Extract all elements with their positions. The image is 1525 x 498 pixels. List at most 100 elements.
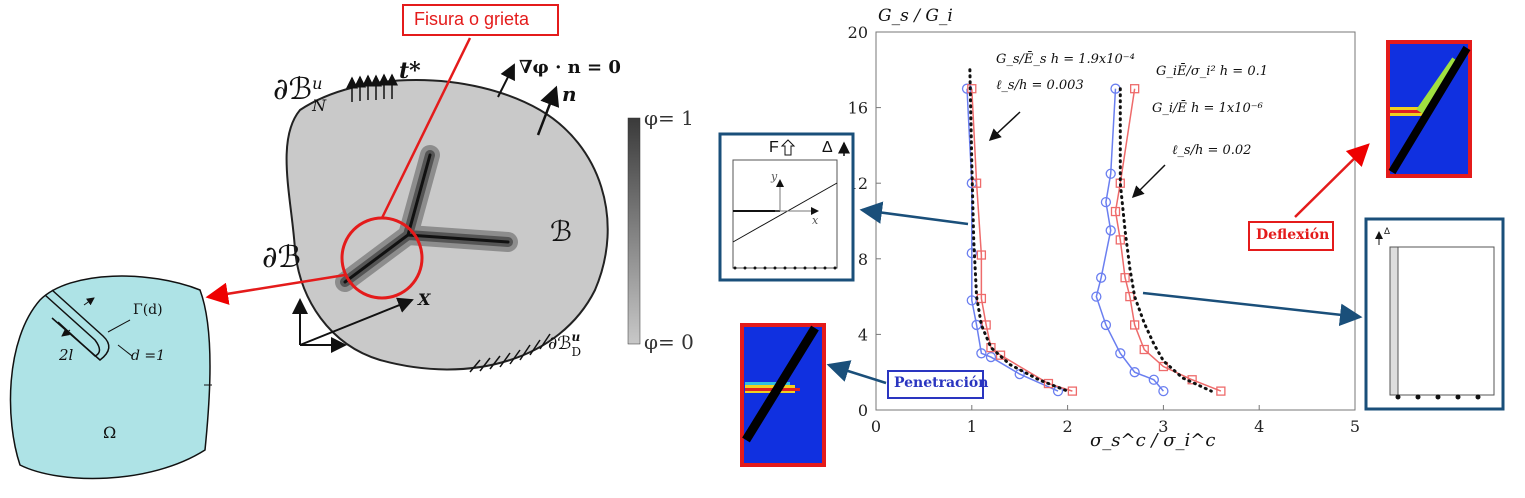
data-point [1100, 196, 1112, 208]
data-point [976, 250, 987, 260]
colorbar-top-label: φ= 1 [644, 106, 694, 130]
zoom-gamma-label: Γ(d) [133, 302, 163, 318]
data-point [981, 320, 991, 330]
crack-path [335, 145, 518, 292]
data-point [971, 319, 982, 331]
label-box-penetration [887, 370, 984, 399]
inset-x-label: x [812, 214, 819, 227]
data-point [1110, 206, 1121, 217]
inset-right-delta-label: Δ [1384, 226, 1391, 236]
data-point [1095, 272, 1107, 283]
series-line-1 [971, 88, 1073, 392]
data-point [1115, 348, 1126, 359]
x-tick-label: 2 [1063, 417, 1073, 436]
crack-callout-label: Fisura o grieta [414, 9, 530, 29]
boundary-label: ∂ℬ [262, 240, 302, 275]
data-point [1148, 374, 1159, 385]
inset-y-label: y [771, 170, 778, 183]
callout-arrow-penetration [826, 360, 887, 385]
data-point [1130, 320, 1140, 330]
callout-arrow-left-inset [859, 201, 969, 226]
colorbar [627, 117, 641, 345]
callout-line [380, 37, 472, 219]
chart-y-axis-title: G_s / G_i [878, 6, 953, 26]
series-line-0 [966, 88, 1059, 392]
series-line-2 [968, 68, 1070, 393]
data-point [1216, 386, 1226, 396]
inset-f-label: F [769, 139, 779, 156]
annotation-2-line2: G_i/Ē h = 1x10⁻⁶ [1152, 101, 1263, 116]
data-point [966, 247, 977, 259]
data-point [966, 295, 977, 306]
traction-label: t* [399, 58, 421, 84]
zoom-d-label: d =1 [131, 348, 166, 364]
body-region [285, 79, 609, 371]
zoom-arrow [205, 273, 346, 305]
neumann-boundary-label: ∂ℬ u N [273, 72, 327, 115]
zoom-width-label: 2l [59, 346, 74, 364]
zoom-domain-label: Ω [103, 423, 117, 442]
zoom-crack [44, 289, 110, 361]
callout-arrow-right-inset [1142, 291, 1363, 326]
annotation-arrow-1 [988, 111, 1021, 142]
data-point [1067, 386, 1078, 396]
chart-series [961, 68, 1226, 397]
deflection-label: Deflexión [1256, 227, 1330, 243]
data-point [1043, 378, 1054, 389]
x-tick-label: 4 [1254, 417, 1264, 436]
y-tick-label: 8 [858, 250, 868, 269]
y-tick-label: 20 [848, 23, 868, 42]
annotation-2-line1: G_iĒ/σ_i² h = 0.1 [1156, 64, 1268, 79]
data-point [1120, 273, 1130, 283]
data-point [995, 350, 1006, 360]
data-point [1158, 361, 1169, 372]
data-point [1130, 84, 1140, 94]
data-point [1129, 367, 1140, 378]
phase-bc-label: ∇φ · n = 0 [519, 57, 621, 78]
data-point [1158, 385, 1169, 397]
normal-label: n [562, 82, 577, 106]
body-label: ℬ [550, 215, 573, 248]
data-point [1100, 319, 1112, 331]
x-tick-label: 1 [967, 417, 977, 436]
annotation-arrow-2 [1131, 164, 1166, 199]
series-line-3 [1095, 88, 1164, 392]
data-point [1115, 235, 1125, 245]
data-point [1125, 291, 1135, 302]
data-point [976, 348, 987, 359]
label-box-deflection [1248, 221, 1334, 251]
annotation-2-line3: ℓ_s/h = 0.02 [1172, 143, 1252, 158]
y-tick-label: 0 [858, 401, 868, 420]
y-tick-label: 16 [848, 99, 868, 118]
dirichlet-hatch [469, 333, 551, 373]
series-line-5 [1118, 87, 1213, 393]
chart-x-axis-title: σ_s^c / σ_i^c [1090, 430, 1216, 451]
data-point [1105, 225, 1116, 236]
inset-delta-label: Δ [822, 139, 833, 156]
traction-arrows [346, 73, 398, 102]
data-point [1139, 344, 1149, 355]
zoom-domain [9, 275, 211, 480]
normal-arrow-1 [497, 63, 515, 98]
penetration-sim-image [740, 323, 826, 467]
x-tick-label: 0 [871, 417, 881, 436]
data-point [967, 84, 977, 94]
data-point [1091, 291, 1102, 302]
y-tick-label: 4 [858, 325, 868, 344]
support-dots [733, 266, 837, 270]
penetration-label: Penetración [894, 375, 989, 391]
data-point [986, 342, 996, 353]
x-tick-label: 5 [1350, 417, 1360, 436]
x-tick-label: 3 [1158, 417, 1168, 436]
coordinate-axes [292, 297, 414, 353]
position-label: X [418, 290, 431, 309]
dirichlet-boundary-label: ∂ℬ u D [548, 330, 582, 359]
callout-arrow-deflection [1294, 143, 1370, 218]
callout-box-crack [402, 4, 559, 36]
colorbar-bottom-label: φ= 0 [644, 330, 694, 354]
normal-arrow-2 [536, 85, 560, 136]
annotation-1-line1: G_s/Ē_s h = 1.9x10⁻⁴ [996, 52, 1135, 67]
